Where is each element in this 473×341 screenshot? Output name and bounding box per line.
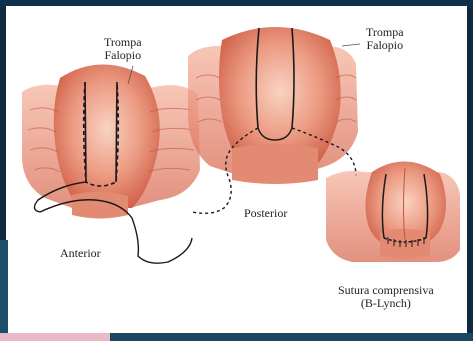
label-anterior: Anterior xyxy=(60,247,101,260)
uterus-anterior xyxy=(22,64,200,263)
leader-trompa-right xyxy=(342,44,360,46)
label-trompa-right: Trompa Falopio xyxy=(366,26,404,52)
label-posterior: Posterior xyxy=(244,207,287,220)
label-sutura: Sutura comprensiva (B-Lynch) xyxy=(338,284,434,310)
label-sutura-line2: (B-Lynch) xyxy=(338,297,434,310)
label-trompa-right-line2: Falopio xyxy=(366,39,404,52)
label-trompa-left: Trompa Falopio xyxy=(104,36,142,62)
label-trompa-left-line2: Falopio xyxy=(104,49,142,62)
uterus-compressed xyxy=(326,161,460,262)
